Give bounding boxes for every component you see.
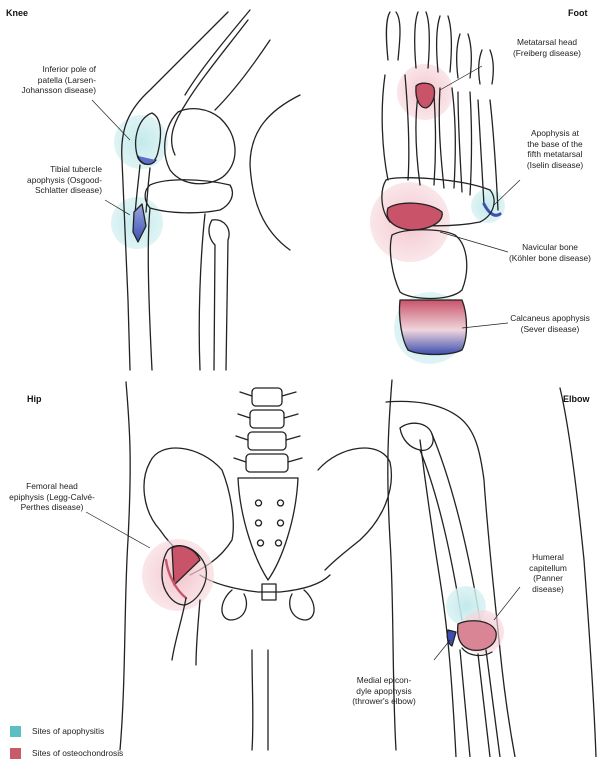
label-patella-pole: Inferior pole of patella (Larsen- Johans… <box>21 64 97 96</box>
hip-illustration <box>119 379 397 751</box>
leader-femoral-head <box>85 511 151 549</box>
panel-title-elbow: Elbow <box>563 394 590 404</box>
label-medial-epicondyle: Medial epicon- dyle apophysis (thrower's… <box>352 675 416 707</box>
label-navicular: Navicular bone (Köhler bone disease) <box>509 242 591 263</box>
legend-item-osteochondrosis: Sites of osteochondrosis <box>10 747 123 759</box>
panel-title-foot: Foot <box>568 8 588 18</box>
leader-tibial-tubercle <box>104 199 131 216</box>
legend-swatch-osteochondrosis <box>10 747 21 759</box>
panel-title-knee: Knee <box>6 8 29 18</box>
label-capitellum: Humeral capitellum (Panner disease) <box>529 552 567 594</box>
elbow-illustration <box>385 387 597 757</box>
label-femoral-head: Femoral head epiphysis (Legg-Calvé- Pert… <box>9 481 95 513</box>
label-calcaneus: Calcaneus apophysis (Sever disease) <box>510 313 590 334</box>
leader-medial-epicondyle <box>433 639 451 661</box>
leader-navicular <box>439 231 509 253</box>
leader-patella <box>91 99 131 141</box>
leader-calcaneus <box>461 322 509 329</box>
panel-title-hip: Hip <box>27 394 42 404</box>
label-metatarsal-head: Metatarsal head (Freiberg disease) <box>513 37 581 58</box>
leader-capitellum <box>493 586 521 621</box>
legend-label-apophysitis: Sites of apophysitis <box>32 726 105 736</box>
legend-item-apophysitis: Sites of apophysitis <box>10 725 123 737</box>
foot-illustration <box>370 11 505 364</box>
leader-fifth-metatarsal <box>493 179 521 206</box>
label-tibial-tubercle: Tibial tubercle apophysis (Osgood- Schla… <box>27 164 102 196</box>
knee-illustration <box>111 9 301 371</box>
legend-swatch-apophysitis <box>10 725 21 737</box>
legend: Sites of apophysitis Sites of osteochond… <box>10 725 123 769</box>
label-fifth-metatarsal: Apophysis at the base of the fifth metat… <box>526 128 584 170</box>
legend-label-osteochondrosis: Sites of osteochondrosis <box>32 748 124 758</box>
leader-metatarsal <box>439 65 483 91</box>
